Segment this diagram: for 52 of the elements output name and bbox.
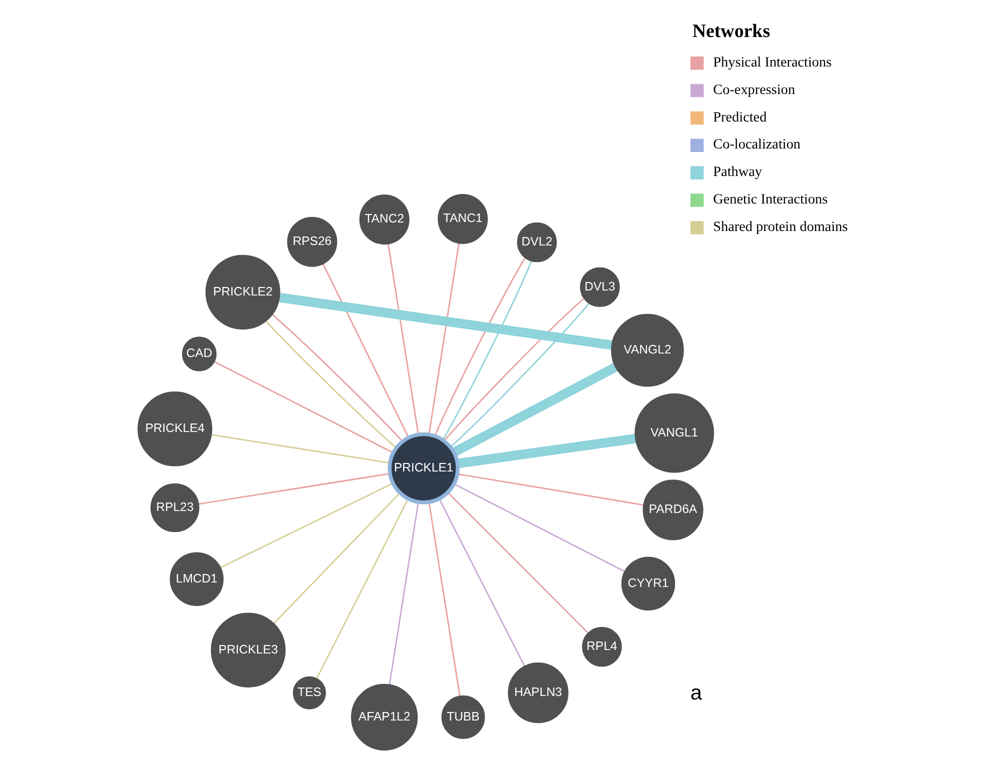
node-circle: VANGL1 — [634, 393, 714, 473]
node-circle: TANC1 — [438, 194, 488, 244]
connector — [322, 264, 410, 438]
legend-label: Pathway — [713, 164, 762, 180]
node-circle: RPL23 — [150, 483, 200, 532]
legend-label: Genetic Interactions — [713, 192, 828, 208]
node-circle: DVL3 — [580, 267, 620, 308]
legend-label: Co-expression — [713, 82, 796, 98]
node-circle: PRICKLE3 — [210, 612, 286, 688]
node-circle: PRICKLE1 — [388, 432, 460, 504]
legend-label: Physical Interactions — [713, 54, 832, 70]
connector — [272, 314, 403, 442]
node-circle: VANGL2 — [611, 314, 684, 387]
connector — [388, 502, 420, 685]
node-circle: RPL4 — [582, 626, 622, 667]
node-circle: TES — [292, 676, 326, 710]
node-circle: PRICKLE2 — [205, 254, 280, 330]
connector — [316, 498, 409, 680]
legend-label: Shared protein domains — [713, 218, 848, 235]
node-circle: CAD — [182, 336, 217, 372]
label: a — [690, 682, 702, 705]
node-circle: DVL2 — [517, 222, 557, 262]
node-circle: CYYR1 — [621, 556, 676, 611]
node-circle: TUBB — [441, 695, 485, 739]
connector — [266, 321, 397, 448]
connector — [456, 434, 636, 468]
connector — [279, 292, 612, 350]
connector — [442, 260, 532, 440]
connector — [457, 473, 644, 506]
connector — [220, 482, 394, 568]
node-circle: LMCD1 — [170, 552, 224, 606]
connector — [428, 243, 460, 435]
legend-label: Predicted — [713, 109, 767, 126]
legend-label: Co-localization — [713, 136, 801, 153]
node-circle: HAPLN3 — [508, 662, 568, 724]
connector — [448, 492, 588, 633]
connector — [274, 492, 401, 624]
connector — [388, 244, 420, 435]
connector — [212, 434, 390, 464]
node-circle: PARD6A — [642, 480, 704, 540]
connector — [452, 362, 618, 457]
connector — [198, 472, 390, 505]
node-circle: TANC2 — [359, 194, 410, 245]
node-circle: PRICKLE4 — [138, 392, 212, 466]
node-circle: AFAP1L2 — [351, 684, 418, 751]
label: Networks — [692, 21, 770, 42]
connector — [438, 498, 526, 666]
connector — [454, 483, 626, 572]
node-circle: RPS26 — [287, 216, 338, 267]
connector — [214, 361, 394, 454]
connector — [428, 502, 460, 696]
connector — [434, 258, 526, 436]
